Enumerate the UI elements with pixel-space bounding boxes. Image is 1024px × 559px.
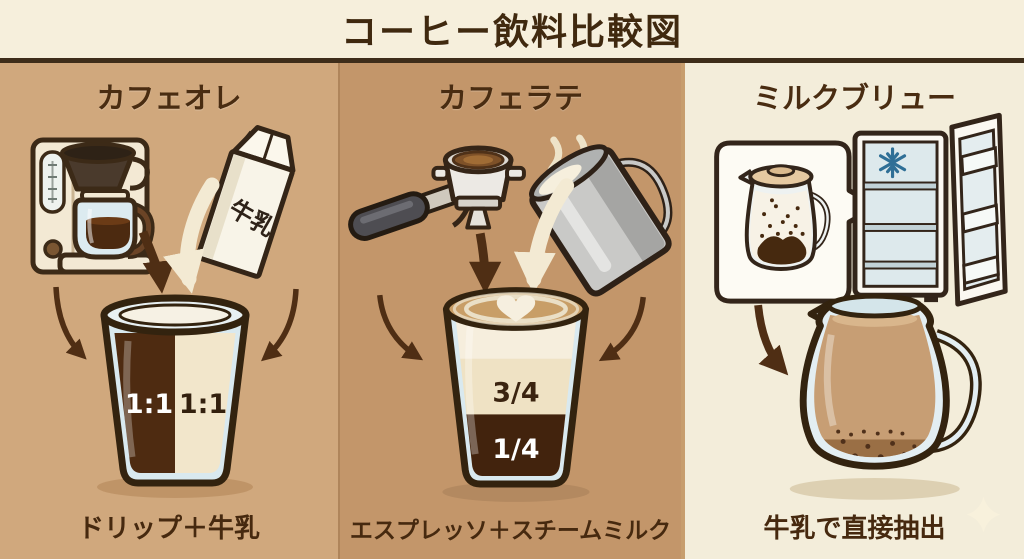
- right-converge-arrow: [260, 288, 299, 362]
- title-bar: コーヒー飲料比較図: [0, 0, 1024, 63]
- caffe-latte-illustration: 3/4 1/4: [348, 134, 673, 502]
- steamed-milk-pour-arrow: [513, 178, 575, 295]
- right-converge-arrow: [598, 296, 646, 362]
- latte-art-heart: [496, 295, 536, 322]
- column-milk-brew: ミルクブリュー: [681, 63, 1024, 559]
- espresso-fraction-label: 1/4: [492, 434, 539, 465]
- comparison-columns: カフェオレ: [0, 63, 1024, 559]
- coffee-maker-icon: [30, 137, 155, 275]
- left-converge-arrow: [53, 286, 87, 360]
- recipe-cafe-au-lait: ドリップ＋牛乳: [77, 514, 260, 544]
- column-caffe-latte: カフェラテ: [338, 63, 681, 559]
- milk-carton-icon: 牛乳: [195, 124, 296, 279]
- milk-pour-arrow: [163, 177, 220, 294]
- column-title-milk-brew: ミルクブリュー: [752, 81, 956, 115]
- column-cafe-au-lait: カフェオレ: [0, 63, 338, 559]
- espresso-pour-arrow: [469, 232, 502, 294]
- coffee-ratio-label: 1:1: [125, 389, 173, 420]
- milk-fraction-label: 3/4: [492, 377, 539, 408]
- steeping-jar-icon: [738, 164, 831, 271]
- milk-brew-pitcher: [789, 293, 982, 500]
- refrigerator-icon: [852, 112, 1008, 307]
- portafilter-icon: [348, 145, 526, 241]
- cafe-au-lait-illustration: 牛乳: [30, 124, 299, 498]
- brew-arrow: [754, 304, 789, 376]
- left-converge-arrow: [377, 294, 424, 361]
- cafe-au-lait-glass: 1:1 1:1: [97, 294, 253, 498]
- latte-glass: 3/4 1/4: [442, 287, 590, 502]
- page-title: コーヒー飲料比較図: [340, 12, 683, 53]
- milk-ratio-label: 1:1: [179, 389, 227, 420]
- milk-brew-panel: [714, 140, 880, 304]
- recipe-milk-brew: 牛乳で直接抽出: [763, 514, 946, 544]
- recipe-caffe-latte: エスプレッソ＋スチームミルク: [349, 518, 672, 544]
- snowflake-icon: [878, 147, 907, 179]
- milk-brew-illustration: [714, 112, 1008, 533]
- column-title-caffe-latte: カフェラテ: [437, 81, 583, 115]
- sparkle-icon: [966, 496, 1001, 533]
- coffee-pour-arrow: [138, 230, 175, 294]
- column-title-cafe-au-lait: カフェオレ: [96, 81, 242, 115]
